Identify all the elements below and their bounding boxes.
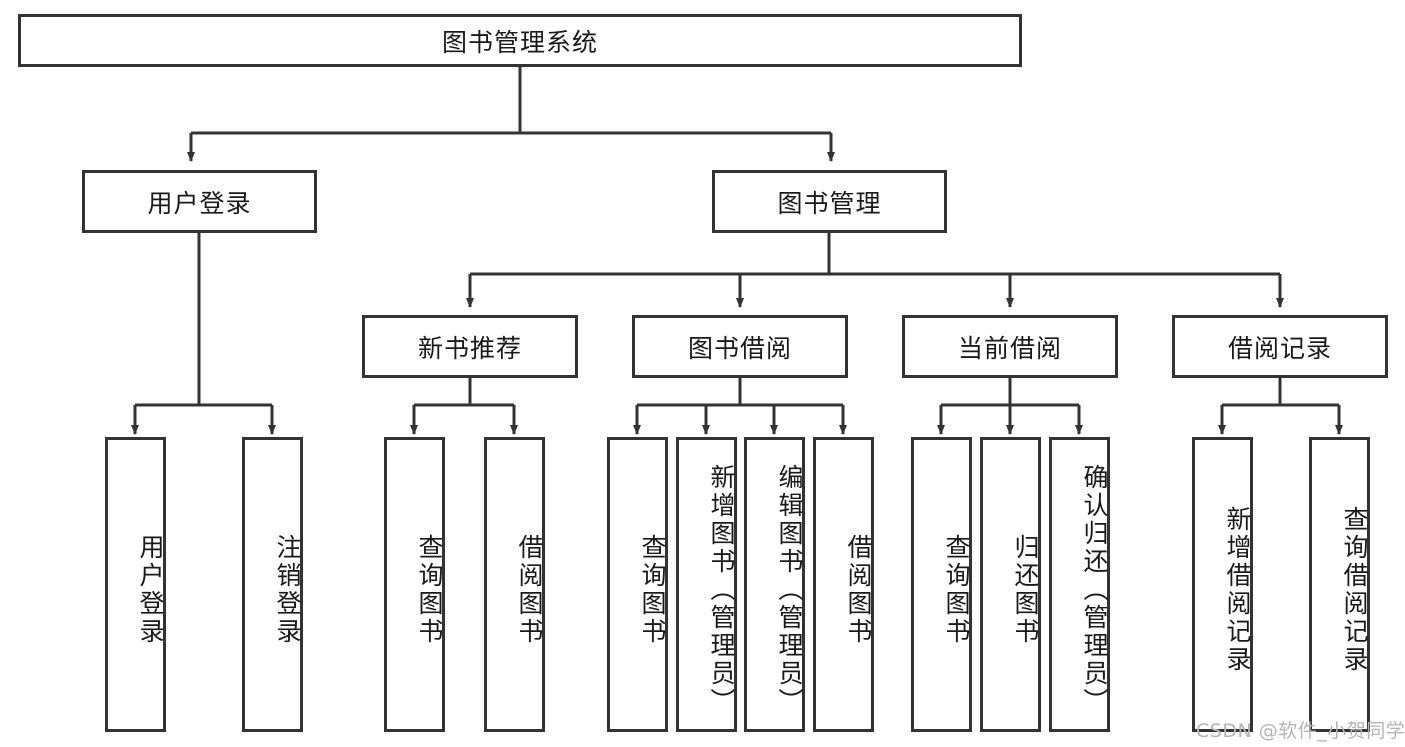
node-label: 新增借阅记录 [1223, 505, 1252, 674]
node-user-login[interactable]: 用户登录 [82, 170, 317, 233]
node-label: 新增图书（管理员） [707, 463, 736, 716]
node-label: 借阅图书 [844, 533, 873, 646]
node-label: 编辑图书（管理员） [775, 463, 804, 716]
node-borrow-record[interactable]: 借阅记录 [1172, 315, 1388, 378]
leaf-borrow-book-recommend[interactable]: 借阅图书 [484, 437, 545, 732]
leaf-borrow-book[interactable]: 借阅图书 [813, 437, 874, 732]
leaf-confirm-return-admin[interactable]: 确认归还（管理员） [1049, 437, 1110, 732]
leaf-edit-book-admin[interactable]: 编辑图书（管理员） [744, 437, 805, 732]
leaf-add-book-admin[interactable]: 新增图书（管理员） [676, 437, 737, 732]
node-label: 用户登录 [136, 533, 165, 646]
node-label: 图书借阅 [687, 333, 792, 363]
leaf-query-book-recommend[interactable]: 查询图书 [384, 437, 445, 732]
node-book-management[interactable]: 图书管理 [712, 170, 947, 233]
node-label: 借阅图书 [515, 533, 544, 646]
node-label: 用户登录 [147, 188, 252, 218]
node-label: 查询图书 [638, 533, 667, 646]
node-book-borrow[interactable]: 图书借阅 [632, 315, 848, 378]
node-label: 查询借阅记录 [1340, 505, 1369, 674]
node-label: 新书推荐 [417, 333, 522, 363]
node-root-system[interactable]: 图书管理系统 [18, 14, 1022, 67]
leaf-user-login[interactable]: 用户登录 [105, 437, 166, 732]
node-label: 确认归还（管理员） [1080, 463, 1109, 716]
leaf-query-book-borrow[interactable]: 查询图书 [607, 437, 668, 732]
node-label: 查询图书 [415, 533, 444, 646]
node-label: 借阅记录 [1227, 333, 1332, 363]
node-label: 归还图书 [1011, 533, 1040, 646]
node-label: 图书管理系统 [441, 27, 598, 57]
node-new-book-recommend[interactable]: 新书推荐 [362, 315, 578, 378]
leaf-query-book-current[interactable]: 查询图书 [911, 437, 972, 732]
leaf-logout[interactable]: 注销登录 [242, 437, 303, 732]
node-label: 注销登录 [273, 533, 302, 646]
node-label: 当前借阅 [957, 333, 1062, 363]
node-label: 查询图书 [942, 533, 971, 646]
leaf-query-borrow-record[interactable]: 查询借阅记录 [1309, 437, 1370, 732]
csdn-watermark: CSDN @软件_小贺同学 [1196, 720, 1405, 742]
node-current-borrow[interactable]: 当前借阅 [902, 315, 1118, 378]
leaf-return-book[interactable]: 归还图书 [980, 437, 1041, 732]
node-label: 图书管理 [777, 188, 882, 218]
leaf-add-borrow-record[interactable]: 新增借阅记录 [1192, 437, 1253, 732]
